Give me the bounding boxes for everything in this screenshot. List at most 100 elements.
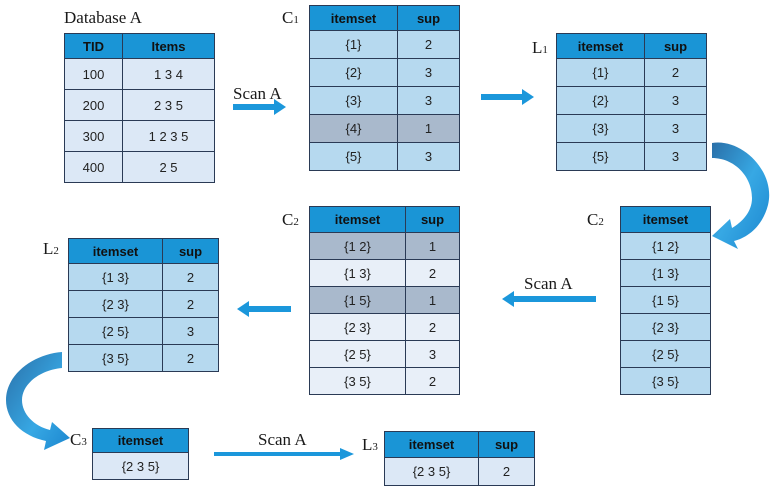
db-cell: 300 xyxy=(64,120,123,152)
arrow-right-icon xyxy=(214,448,354,460)
c3-label-main: C xyxy=(70,430,82,449)
l1-cell: 3 xyxy=(644,86,707,115)
table-row: {1 2}1 xyxy=(309,232,460,260)
arrow-right-icon xyxy=(481,89,534,105)
l2-cell: {2 5} xyxy=(68,317,163,345)
table-row: {3 5} xyxy=(620,367,711,395)
c1-cell: 2 xyxy=(397,30,460,59)
table-row: {2}3 xyxy=(309,58,460,87)
c1-cell: {2} xyxy=(309,58,398,87)
arrow-left-icon xyxy=(502,291,596,307)
c2-left-header-sup: sup xyxy=(405,206,460,233)
c2-left-cell: {2 5} xyxy=(309,340,406,368)
table-row: {2 5}3 xyxy=(309,340,460,368)
c2-right-cell: {2 3} xyxy=(620,313,711,341)
c2-right-label: C2 xyxy=(587,210,604,230)
c1-label-main: C xyxy=(282,8,294,27)
l1-cell: {5} xyxy=(556,142,645,171)
table-row: {1 3} xyxy=(620,259,711,287)
l2-header-sup: sup xyxy=(162,238,219,264)
c3-label-sub: 3 xyxy=(81,436,87,448)
l2-label: L2 xyxy=(43,239,59,259)
l2-cell: 3 xyxy=(162,317,219,345)
db-cell: 2 5 xyxy=(122,151,215,183)
c2-left-cell: {1 5} xyxy=(309,286,406,314)
table-row: {1 3}2 xyxy=(309,259,460,287)
c2-left-cell: {1 3} xyxy=(309,259,406,287)
arrow-left-icon xyxy=(237,301,291,317)
c1-header-sup: sup xyxy=(397,5,460,31)
c2-left-label: C2 xyxy=(282,210,299,230)
c2-right-cell: {3 5} xyxy=(620,367,711,395)
l2-cell: {1 3} xyxy=(68,263,163,291)
c2-left-cell: {2 3} xyxy=(309,313,406,341)
c1-cell: 3 xyxy=(397,58,460,87)
c2-right-header-itemset: itemset xyxy=(620,206,711,233)
l1-label-main: L xyxy=(532,38,543,57)
l2-cell: {3 5} xyxy=(68,344,163,372)
c2-right-label-main: C xyxy=(587,210,599,229)
table-row: {3}3 xyxy=(556,114,707,143)
scan2-label: Scan A xyxy=(524,274,573,293)
curved-arrow-down-icon xyxy=(712,142,770,249)
table-row: {2 3} xyxy=(620,313,711,341)
db-header-tid: TID xyxy=(64,33,123,59)
c2-right-cell: {1 3} xyxy=(620,259,711,287)
table-row: {2 3 5} xyxy=(92,452,189,480)
table-row: {1 2} xyxy=(620,232,711,260)
db-cell: 400 xyxy=(64,151,123,183)
c2-left-cell: 2 xyxy=(405,259,460,287)
c3-header-itemset: itemset xyxy=(92,428,189,453)
c1-label: C1 xyxy=(282,8,299,28)
l1-cell: 2 xyxy=(644,58,707,87)
c1-header-itemset: itemset xyxy=(309,5,398,31)
l2-label-sub: 2 xyxy=(53,245,59,257)
curved-arrow-down-icon xyxy=(6,352,70,450)
c2-left-cell: {3 5} xyxy=(309,367,406,395)
l1-label-sub: 1 xyxy=(542,44,548,56)
c2-left-header-itemset: itemset xyxy=(309,206,406,233)
c2-left-cell: {1 2} xyxy=(309,232,406,260)
c1-cell: {5} xyxy=(309,142,398,171)
table-row: {5}3 xyxy=(309,142,460,171)
l1-cell: 3 xyxy=(644,142,707,171)
scan1-label: Scan A xyxy=(233,84,282,103)
c3-table: itemset {2 3 5} xyxy=(92,428,189,480)
l1-header-itemset: itemset xyxy=(556,33,645,59)
c2-left-label-main: C xyxy=(282,210,294,229)
l2-cell: 2 xyxy=(162,290,219,318)
c2-right-label-sub: 2 xyxy=(598,216,604,228)
l3-label-main: L xyxy=(362,435,373,454)
l1-header-sup: sup xyxy=(644,33,707,59)
c2-right-table: itemset {1 2} {1 3} {1 5} {2 3} {2 5} {3… xyxy=(620,206,711,395)
l3-label-sub: 3 xyxy=(372,441,378,453)
c2-left-cell: 2 xyxy=(405,313,460,341)
c1-cell: 3 xyxy=(397,142,460,171)
db-cell: 1 2 3 5 xyxy=(122,120,215,152)
table-row: {3}3 xyxy=(309,86,460,115)
c2-right-cell: {1 2} xyxy=(620,232,711,260)
c1-cell: {4} xyxy=(309,114,398,143)
db-cell: 100 xyxy=(64,58,123,90)
table-row: {2}3 xyxy=(556,86,707,115)
table-row: {1 5}1 xyxy=(309,286,460,314)
l3-label: L3 xyxy=(362,435,378,455)
l3-cell: {2 3 5} xyxy=(384,457,479,486)
l3-header-itemset: itemset xyxy=(384,431,479,458)
c1-cell: {3} xyxy=(309,86,398,115)
c1-label-sub: 1 xyxy=(293,14,299,26)
table-row: {3 5}2 xyxy=(68,344,219,372)
table-row: {2 5} xyxy=(620,340,711,368)
db-cell: 200 xyxy=(64,89,123,121)
table-row: {2 3 5}2 xyxy=(384,457,535,486)
database-label: Database A xyxy=(64,8,142,27)
l3-cell: 2 xyxy=(478,457,535,486)
l1-cell: 3 xyxy=(644,114,707,143)
